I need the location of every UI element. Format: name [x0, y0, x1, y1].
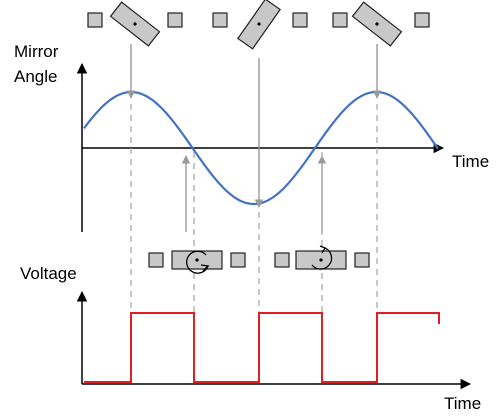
rotation-arrow-icon: [186, 250, 210, 274]
top-mirror-row: [87, 0, 430, 50]
pad-icon: [292, 12, 308, 28]
mirror-icon: [109, 1, 161, 47]
top-guide-arrows: [126, 44, 382, 208]
pad-icon: [274, 252, 290, 268]
mirror-icon: [351, 1, 403, 47]
bottom-y-axis-label: Voltage: [20, 264, 77, 283]
pad-icon: [212, 12, 228, 28]
pad-icon: [148, 252, 164, 268]
middle-mirror-row: [148, 245, 370, 274]
pad-icon: [354, 252, 370, 268]
rotation-arrow-icon: [311, 245, 333, 270]
mirror-icon: [171, 250, 223, 270]
pad-icon: [167, 12, 183, 28]
voltage-square-wave: [84, 312, 440, 383]
pad-icon: [414, 12, 430, 28]
bottom-x-axis-label: Time: [444, 394, 481, 413]
pad-icon: [87, 12, 103, 28]
top-y-axis-label-line1: Mirror: [14, 42, 59, 61]
pad-icon: [230, 252, 246, 268]
mirror-icon: [295, 250, 347, 270]
mirror-icon: [237, 0, 281, 50]
dashed-guide-lines: [130, 104, 378, 382]
pad-icon: [332, 12, 348, 28]
top-x-axis-label: Time: [452, 152, 489, 171]
top-y-axis-label-line2: Angle: [14, 67, 57, 86]
